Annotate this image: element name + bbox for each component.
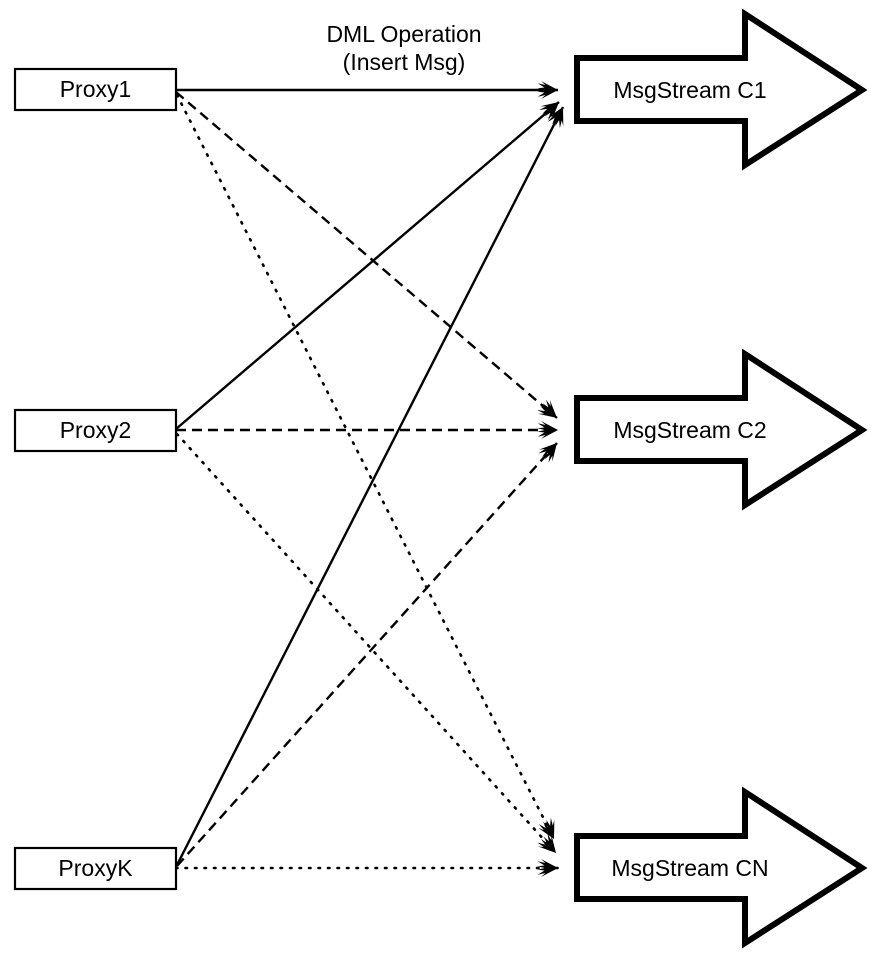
node-proxy2-label: Proxy2 — [60, 417, 132, 443]
edge-caption-line-2: (Insert Msg) — [343, 49, 466, 75]
edge-caption-line-1: DML Operation — [326, 21, 481, 47]
connection-proxy2-to-stream-cn — [175, 432, 558, 855]
node-proxy1[interactable]: Proxy1 — [13, 67, 178, 112]
node-msgstream-c1-arrow-shape[interactable] — [574, 8, 868, 171]
node-proxyk[interactable]: ProxyK — [13, 846, 178, 891]
node-proxy1-box[interactable] — [13, 67, 178, 112]
connection-proxy2-to-stream-c1 — [175, 101, 560, 430]
proxy-nodes-layer: Proxy1 Proxy2 ProxyK — [13, 67, 178, 891]
node-msgstream-c2[interactable]: MsgStream C2 — [574, 348, 868, 511]
node-proxy2[interactable]: Proxy2 — [13, 408, 178, 453]
node-proxy1-label: Proxy1 — [60, 76, 132, 102]
node-msgstream-cn-label: MsgStream CN — [611, 855, 768, 881]
node-proxyk-box[interactable] — [13, 846, 178, 891]
connection-proxyK-to-stream-c1 — [175, 106, 565, 866]
msgstream-nodes-layer: MsgStream C1 MsgStream C2 MsgStream CN — [574, 8, 868, 949]
node-msgstream-c2-label: MsgStream C2 — [613, 417, 766, 443]
connection-proxy1-to-stream-c2 — [175, 91, 558, 419]
node-msgstream-cn[interactable]: MsgStream CN — [574, 786, 868, 949]
node-msgstream-c1-label: MsgStream C1 — [613, 77, 766, 103]
connection-proxy1-to-stream-cn — [175, 93, 556, 841]
connections-layer — [174, 81, 565, 877]
node-msgstream-c1[interactable]: MsgStream C1 — [574, 8, 868, 171]
edge-caption: DML Operation (Insert Msg) — [326, 21, 481, 75]
node-proxy2-box[interactable] — [13, 408, 178, 453]
node-msgstream-c2-arrow-shape[interactable] — [574, 348, 868, 511]
connection-proxyK-to-stream-c2 — [176, 442, 558, 867]
node-proxyk-label: ProxyK — [58, 855, 133, 881]
node-msgstream-cn-arrow-shape[interactable] — [574, 786, 868, 949]
